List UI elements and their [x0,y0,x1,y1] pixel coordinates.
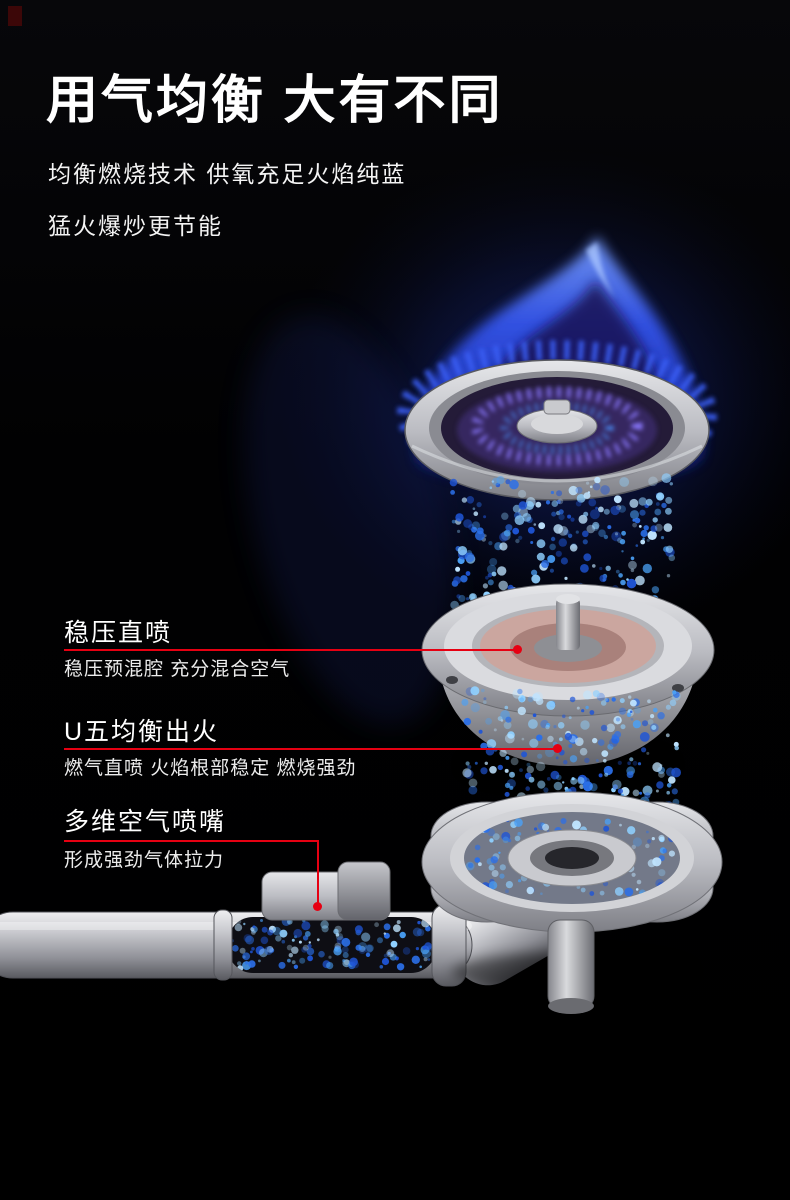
leader-dot [513,645,522,654]
leader-line [64,649,518,651]
callout-desc: 稳压预混腔 充分混合空气 [64,659,291,680]
callout-label: U五均衡出火 [64,718,220,746]
mixing-chamber-disc [421,583,715,787]
leader-vline [317,840,319,906]
air-intake-plate [421,791,723,1014]
leader-line [64,840,319,842]
pipe-bubbles [230,917,433,972]
subtitle-line-1: 均衡燃烧技术 供氧充足火焰纯蓝 [48,161,407,187]
page-title: 用气均衡 大有不同 [46,72,504,130]
subtitle-line-2: 猛火爆炒更节能 [48,213,223,239]
leader-line [64,748,558,750]
callout-label: 多维空气喷嘴 [64,808,227,836]
leader-dot [313,902,322,911]
burner-head-ring [397,340,717,501]
corner-mark [8,6,22,26]
callout-desc: 燃气直喷 火焰根部稳定 燃烧强劲 [64,758,357,779]
leader-dot [553,744,562,753]
callout-desc: 形成强劲气体拉力 [64,850,225,871]
callout-label: 稳压直喷 [64,619,173,647]
